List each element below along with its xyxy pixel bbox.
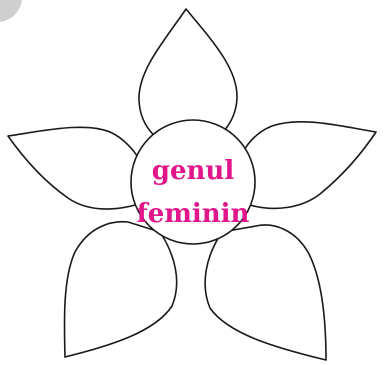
petal-left[interactable] (8, 127, 148, 209)
center-label-line2: feminin (137, 199, 250, 229)
petal-bottom-right[interactable] (205, 225, 326, 360)
petal-bottom-left[interactable] (64, 222, 176, 357)
petal-right[interactable] (236, 122, 376, 209)
corner-badge (0, 0, 22, 22)
center-label-line1: genul (152, 156, 235, 186)
